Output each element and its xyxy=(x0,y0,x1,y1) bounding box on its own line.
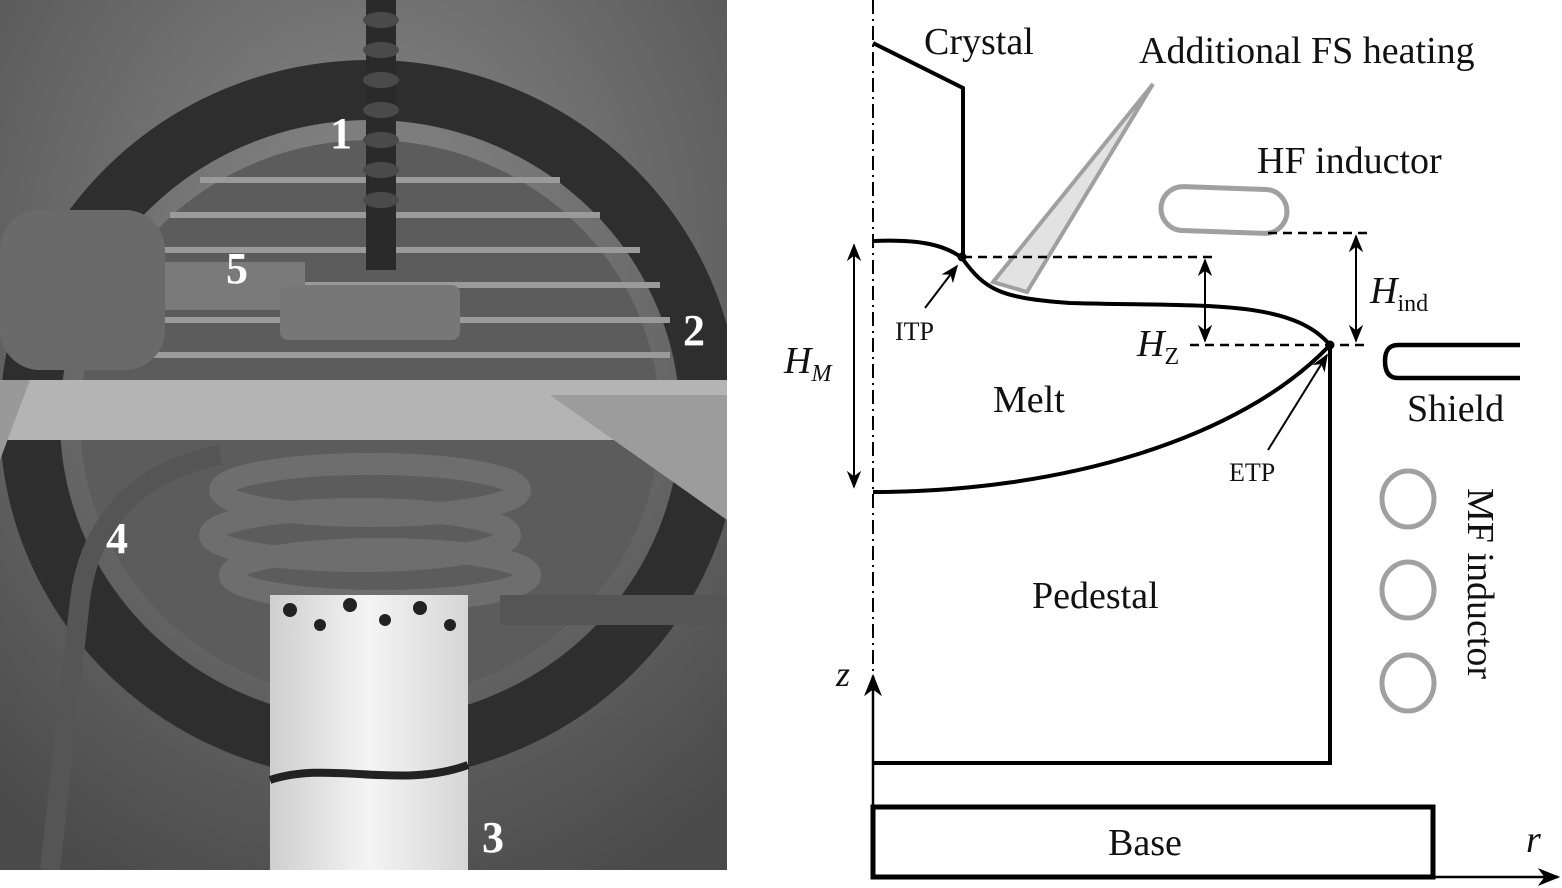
coil-lead xyxy=(40,445,222,870)
fs-heating-beam xyxy=(989,82,1155,295)
melting-interface xyxy=(872,343,1332,494)
melt-free-surface xyxy=(872,238,1332,347)
shield xyxy=(1382,342,1520,381)
crystal-label: Crystal xyxy=(924,21,1034,63)
z-axis-label: z xyxy=(835,654,850,694)
mf-inductor-label: MF inductor xyxy=(1459,488,1501,679)
hf-inductor xyxy=(1158,184,1290,236)
melt-droplets xyxy=(283,598,456,631)
base-label: Base xyxy=(1108,822,1182,864)
etp-pointer xyxy=(1267,353,1328,451)
itp-point xyxy=(957,252,967,262)
etp-label: ETP xyxy=(1229,458,1275,487)
plate-bevel-right xyxy=(550,395,727,520)
r-axis-label: r xyxy=(1526,819,1541,861)
side-bar xyxy=(500,595,727,625)
plate-bevel-left xyxy=(0,380,30,460)
base xyxy=(870,804,1436,880)
shield-label: Shield xyxy=(1407,388,1504,430)
photo-label-5: 5 xyxy=(226,244,248,293)
photo-label-1: 1 xyxy=(330,109,352,158)
melt-label: Melt xyxy=(993,379,1065,421)
pedestal-rod xyxy=(270,595,468,870)
mf-inductor-turn xyxy=(1379,559,1437,621)
mf-inductor-turn xyxy=(1379,468,1437,530)
photo-label-4: 4 xyxy=(106,514,128,563)
photo-label-2: 2 xyxy=(683,306,705,355)
setup-photograph: 1 2 3 4 5 xyxy=(0,0,727,870)
crystal-outline xyxy=(872,41,965,255)
mf-inductor xyxy=(1379,468,1437,714)
itp-label: ITP xyxy=(895,317,934,346)
hf-inductor-label: HF inductor xyxy=(1257,140,1442,182)
hz-label: HZ xyxy=(1136,323,1179,370)
photo-label-3: 3 xyxy=(482,813,504,862)
itp-pointer xyxy=(924,264,959,309)
pedestal-label: Pedestal xyxy=(1032,575,1159,617)
fs-heating-label: Additional FS heating xyxy=(1139,30,1475,72)
top-plate xyxy=(0,380,727,440)
rod-dark-band xyxy=(268,761,470,784)
side-cylinder xyxy=(0,210,165,370)
hind-label: Hind xyxy=(1369,270,1428,317)
pedestal-outline xyxy=(873,345,1332,765)
hm-label: HM xyxy=(783,340,833,387)
rod-rings xyxy=(363,12,399,208)
fz-schematic: Crystal Additional FS heating HF inducto… xyxy=(783,0,1561,886)
holder-plate xyxy=(280,285,460,340)
mf-inductor-turn xyxy=(1379,652,1437,714)
